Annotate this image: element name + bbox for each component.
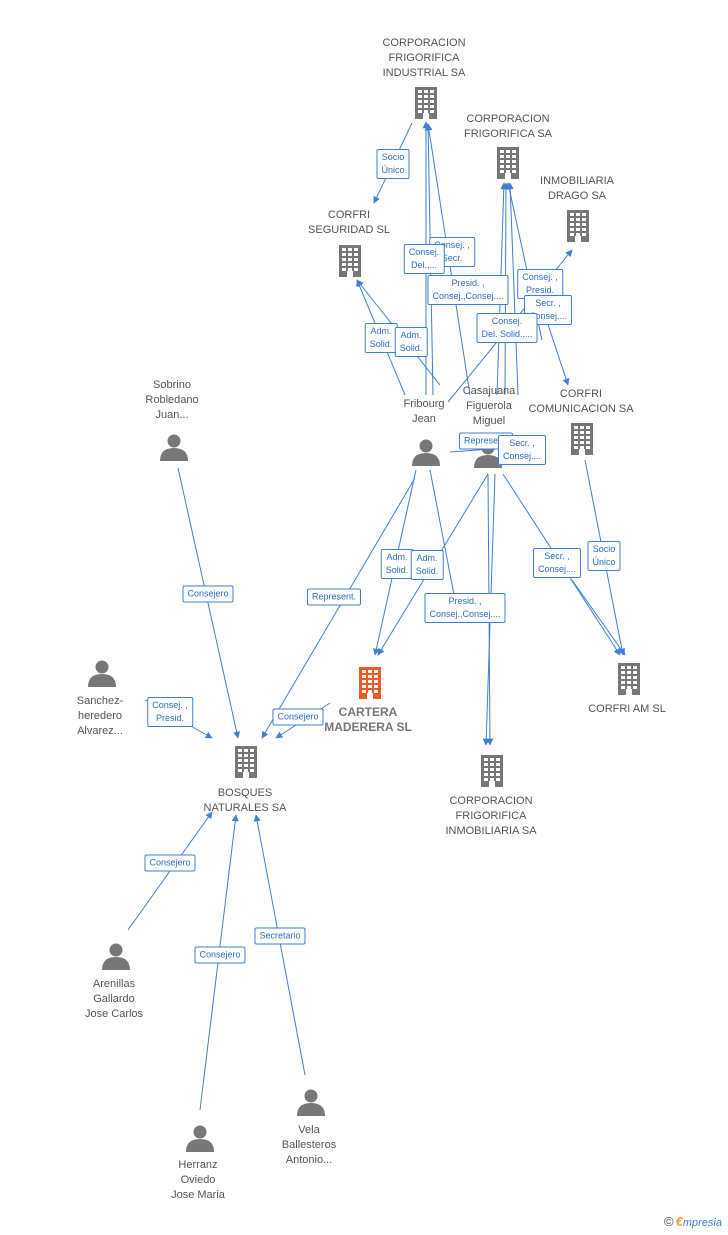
node-label-drago[interactable]: INMOBILIARIA DRAGO SA bbox=[540, 175, 614, 202]
edge-label-17[interactable]: Represent. bbox=[306, 588, 362, 606]
node-label-cfinmo[interactable]: CORPORACION FRIGORIFICA INMOBILIARIA SA bbox=[445, 795, 537, 837]
person-icon-sobrino[interactable] bbox=[160, 434, 188, 462]
edge-label-19[interactable]: Consejero bbox=[272, 708, 324, 726]
brand-logo-initial: € bbox=[675, 1214, 683, 1229]
building-icon-bosques[interactable] bbox=[235, 746, 257, 778]
building-icon-drago[interactable] bbox=[567, 210, 589, 242]
building-icon-cfinmo[interactable] bbox=[481, 755, 503, 787]
edge-label-3[interactable]: Presid. , Consej.,Consej.... bbox=[427, 275, 509, 305]
edge-label-4[interactable]: Consej. , Presid. bbox=[517, 269, 563, 299]
relation-edge-27 bbox=[253, 814, 306, 1076]
relation-edge-14 bbox=[429, 469, 458, 601]
edge-label-6[interactable]: Consej. Del. Solid.,... bbox=[476, 313, 538, 343]
relation-edge-22 bbox=[261, 477, 416, 739]
copyright-symbol: © bbox=[664, 1214, 674, 1229]
edge-label-7[interactable]: Adm. Solid. bbox=[364, 323, 398, 353]
edge-label-11[interactable]: Adm. Solid. bbox=[380, 549, 414, 579]
node-label-cfsa[interactable]: CORPORACION FRIGORIFICA SA bbox=[463, 113, 553, 140]
edge-label-14[interactable]: Secr. , Consej.... bbox=[532, 548, 582, 578]
edge-label-0[interactable]: Socio Único bbox=[376, 149, 410, 179]
building-icon-cartera[interactable] bbox=[359, 667, 381, 699]
edge-label-13[interactable]: Presid. , Consej.,Consej.... bbox=[424, 593, 506, 623]
building-icon-comunicacion[interactable] bbox=[571, 423, 593, 455]
edge-label-15[interactable]: Socio Único bbox=[587, 541, 621, 571]
edge-label-22[interactable]: Secretario bbox=[254, 927, 306, 945]
node-label-cfi[interactable]: CORPORACION FRIGORIFICA INDUSTRIAL SA bbox=[382, 37, 466, 79]
person-icon-sanchez[interactable] bbox=[88, 660, 116, 688]
edge-label-16[interactable]: Consejero bbox=[182, 585, 234, 603]
footer-brand[interactable]: ©€mpresia bbox=[664, 1214, 722, 1229]
node-label-comunicacion[interactable]: CORFRI COMUNICACION SA bbox=[528, 388, 634, 415]
edge-label-8[interactable]: Adm. Solid. bbox=[394, 327, 428, 357]
node-label-cartera[interactable]: CARTERA MADERERA SL bbox=[324, 705, 412, 734]
edge-label-21[interactable]: Consejero bbox=[194, 946, 246, 964]
building-icon-corfriam[interactable] bbox=[618, 663, 640, 695]
building-icon-seguridad[interactable] bbox=[339, 245, 361, 277]
relation-edge-6 bbox=[506, 182, 519, 396]
edge-label-12[interactable]: Adm. Solid. bbox=[410, 550, 444, 580]
node-label-fribourg[interactable]: Fribourg Jean bbox=[403, 398, 445, 425]
person-icon-arenillas[interactable] bbox=[102, 943, 130, 971]
person-icon-herranz[interactable] bbox=[186, 1125, 214, 1153]
node-label-arenillas[interactable]: Arenillas Gallardo Jose Carlos bbox=[84, 978, 144, 1020]
relation-edge-21 bbox=[177, 467, 241, 739]
relation-edge-20 bbox=[571, 579, 626, 656]
edge-label-18[interactable]: Consej. , Presid. bbox=[147, 697, 193, 727]
building-icon-cfsa[interactable] bbox=[497, 147, 519, 179]
edge-label-10[interactable]: Secr. , Consej.... bbox=[497, 435, 547, 465]
node-label-sanchez[interactable]: Sanchez- heredero Alvarez... bbox=[76, 695, 124, 737]
edge-label-2[interactable]: Consej. Del.,... bbox=[403, 244, 445, 274]
person-icon-fribourg[interactable] bbox=[412, 439, 440, 467]
building-icon-cfi[interactable] bbox=[415, 87, 437, 119]
node-label-casajuana[interactable]: Casajuana Figuerola Miguel bbox=[462, 385, 516, 427]
person-icon-vela[interactable] bbox=[297, 1089, 325, 1117]
node-label-vela[interactable]: Vela Ballesteros Antonio... bbox=[281, 1124, 337, 1166]
node-label-sobrino[interactable]: Sobrino Robledano Juan... bbox=[145, 379, 199, 421]
node-label-bosques[interactable]: BOSQUES NATURALES SA bbox=[203, 787, 287, 814]
edge-label-20[interactable]: Consejero bbox=[144, 854, 196, 872]
brand-name: mpresia bbox=[682, 1217, 722, 1229]
node-label-corfriam[interactable]: CORFRI AM SL bbox=[588, 703, 666, 715]
node-label-herranz[interactable]: Herranz Oviedo Jose Maria bbox=[171, 1159, 225, 1201]
node-label-seguridad[interactable]: CORFRI SEGURIDAD SL bbox=[308, 209, 390, 236]
